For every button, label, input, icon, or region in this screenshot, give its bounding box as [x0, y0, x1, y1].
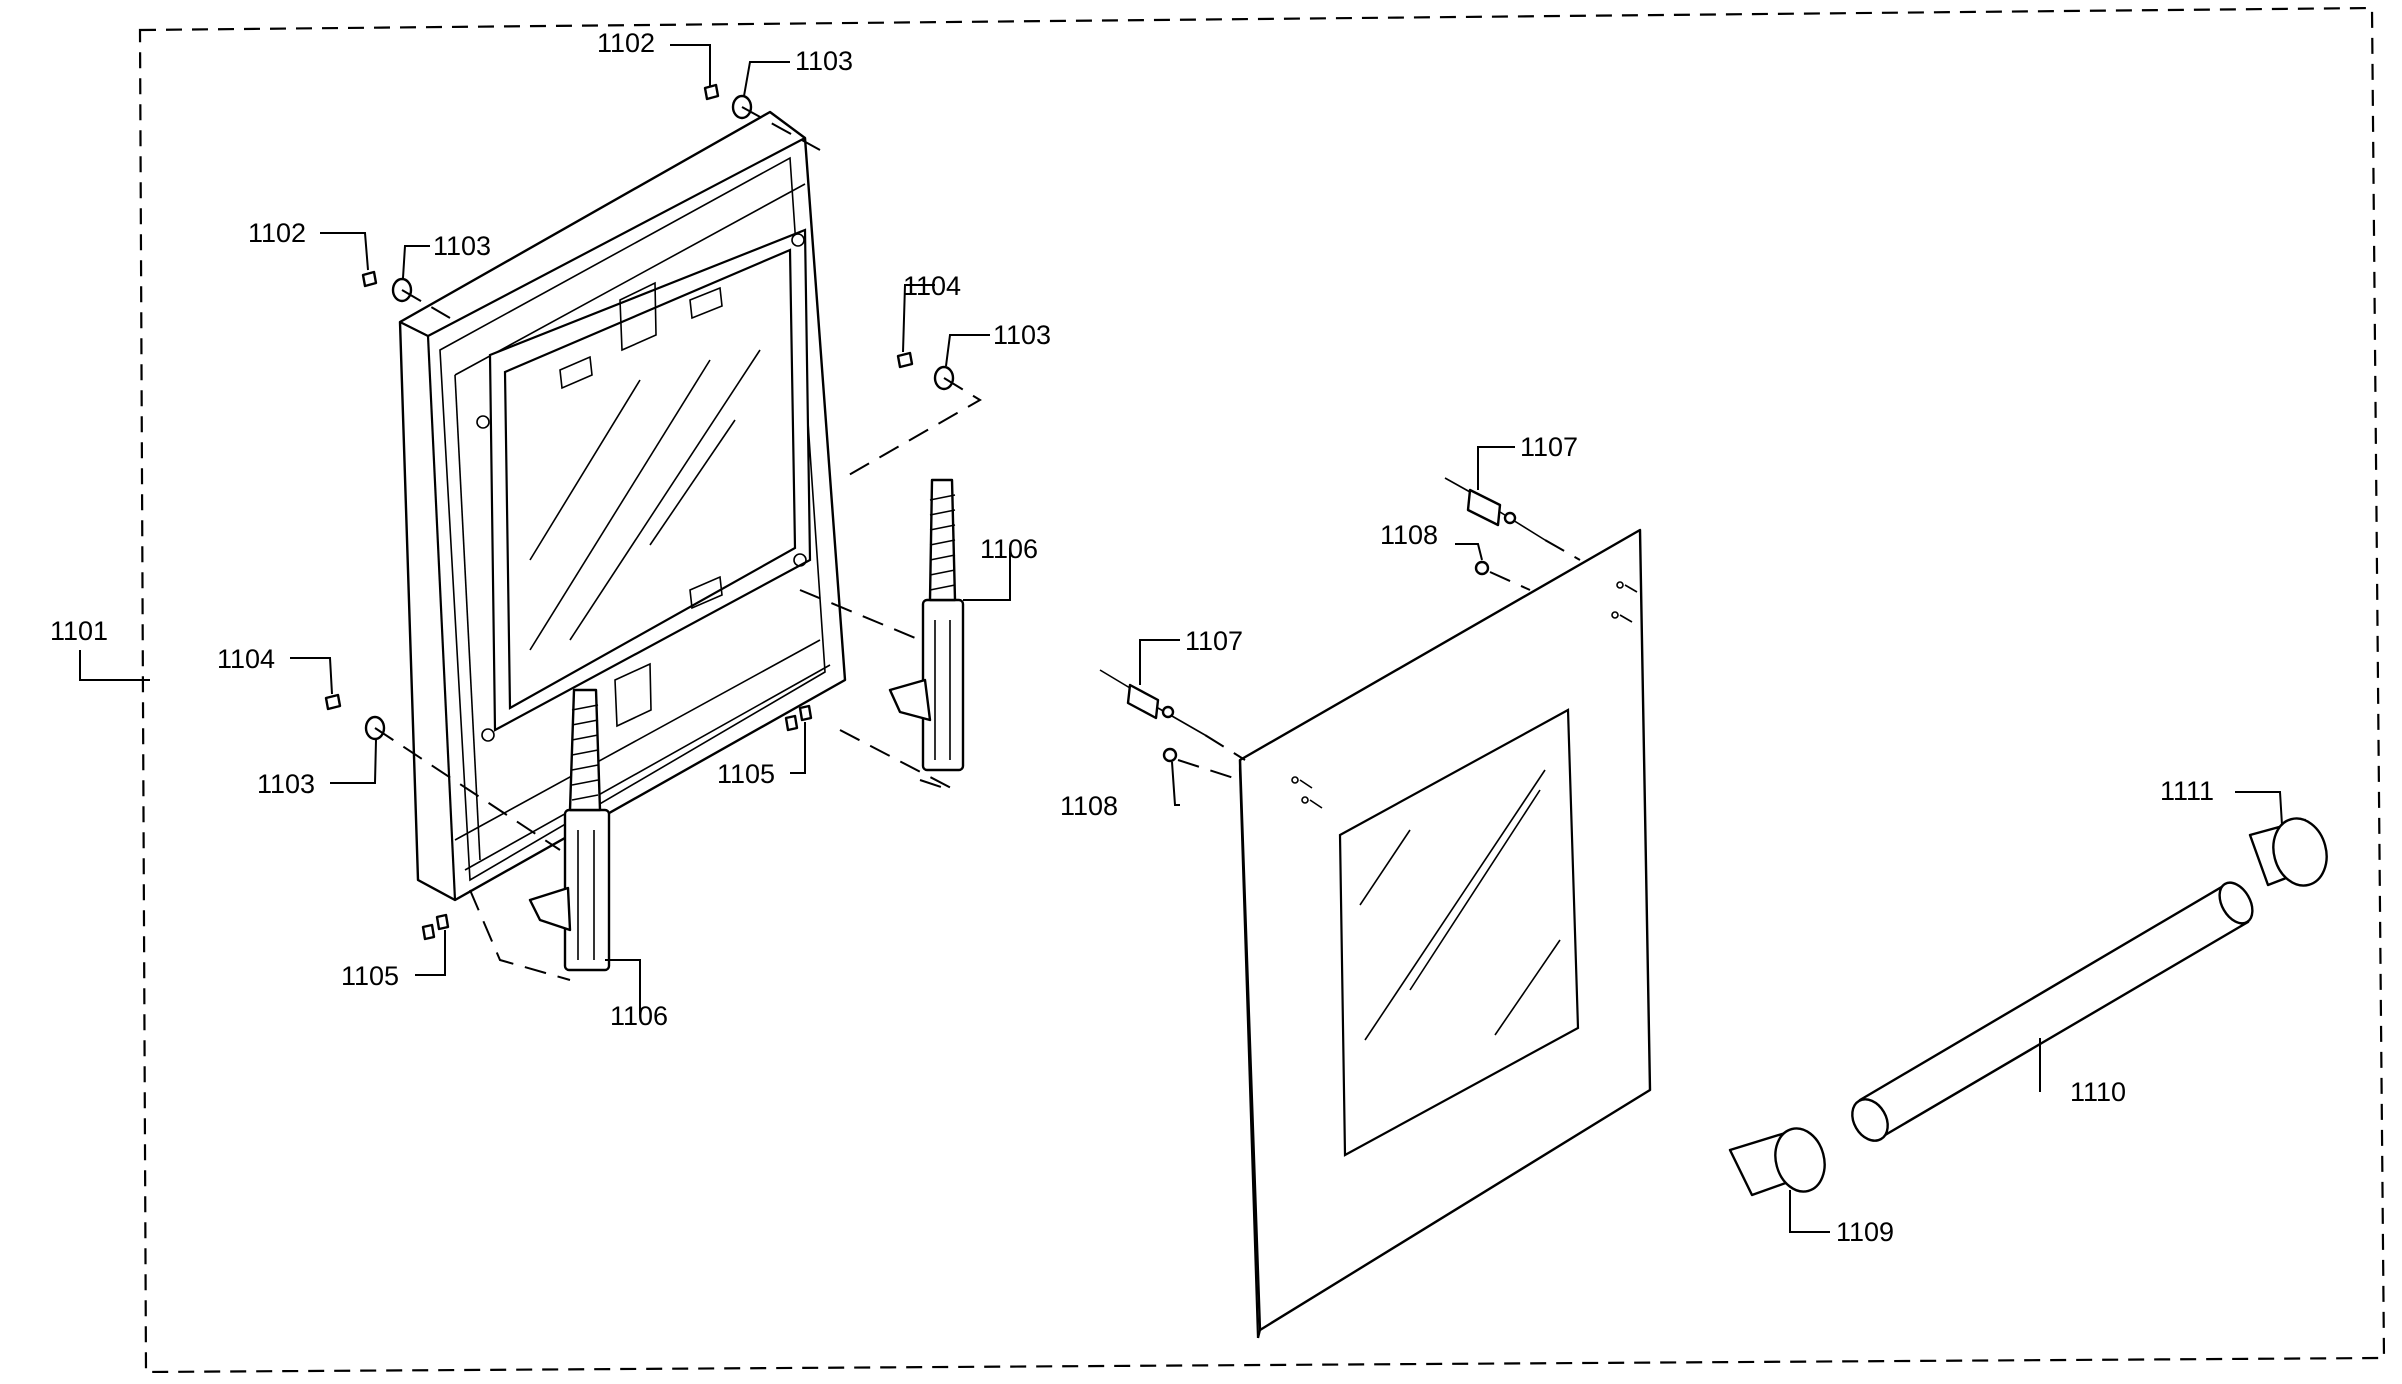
inner-door-frame [398, 110, 847, 902]
label-1110: 1110 [2070, 1077, 2126, 1107]
label-1108-left: 1108 [1060, 791, 1118, 821]
label-1106-right: 1106 [980, 534, 1038, 564]
label-1103-top: 1103 [795, 46, 853, 76]
end-cap-right [2248, 817, 2328, 887]
leader-lines [79, 44, 2283, 1233]
label-1104-left: 1104 [217, 644, 275, 674]
label-1107-left: 1107 [1185, 626, 1243, 656]
label-1101: 1101 [50, 616, 108, 646]
label-1103-right: 1103 [993, 320, 1051, 350]
hinge-bottom [528, 688, 611, 972]
label-1103-bottom-left: 1103 [257, 769, 315, 799]
outer-fasteners [1099, 477, 1581, 781]
label-1102-top: 1102 [597, 28, 655, 58]
inner-assembly-guides [374, 106, 982, 981]
label-1104-right: 1104 [903, 271, 961, 301]
end-cap-left [1728, 1127, 1826, 1197]
label-1103-left: 1103 [433, 231, 491, 261]
outer-door-panel [1238, 528, 1652, 1339]
label-1109: 1109 [1836, 1217, 1894, 1247]
outer-glass-window [1338, 708, 1580, 1157]
handle-bar [1851, 881, 2254, 1142]
assembly-boundary [138, 6, 2386, 1374]
label-1107-top: 1107 [1520, 432, 1578, 462]
label-1108-top: 1108 [1380, 520, 1438, 550]
label-1102-left: 1102 [248, 218, 306, 248]
label-1106-bottom: 1106 [610, 1001, 668, 1031]
label-1105-bottom: 1105 [341, 961, 399, 991]
label-1111: 1111 [2160, 776, 2214, 806]
hinge-right [888, 478, 965, 772]
label-1105-mid: 1105 [717, 759, 775, 789]
